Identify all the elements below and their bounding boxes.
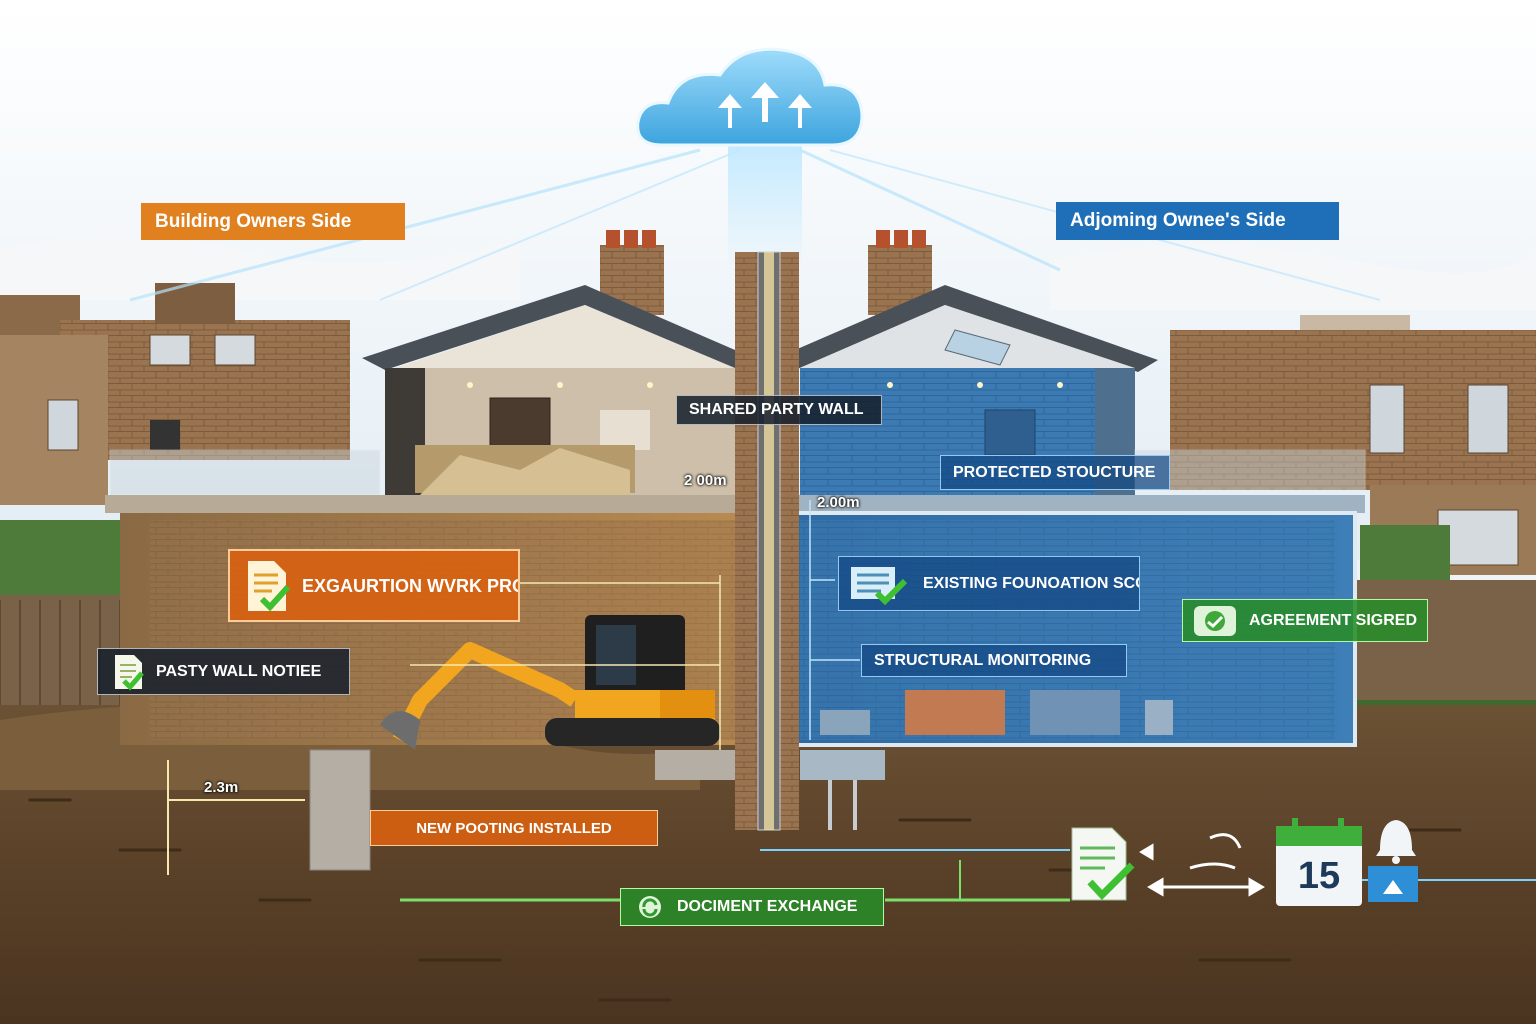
handshake-icon — [1194, 605, 1236, 636]
existing-foundation-card: EXISTING FOUNOATION SCCURED — [838, 556, 1140, 611]
exchange-arrows-icon — [1139, 833, 1265, 897]
party-wall-notice-label: PASTY WALL NOTIEE — [156, 662, 322, 680]
excavation-work-subtitle: PROONEIS — [487, 575, 518, 596]
prop-supports — [828, 780, 857, 830]
existing-foundation-subtitle: SCCURED — [1112, 574, 1139, 592]
excavation-work-title: EXGAURTION WVRK — [302, 575, 482, 596]
calendar-icon — [1276, 818, 1362, 906]
left-wall-height-measurement: 2 00m — [684, 472, 727, 489]
bell-icon — [1368, 820, 1418, 902]
document-check-icon — [248, 560, 290, 611]
document-exchange-label: DOCIMENT EXCHANGE — [677, 898, 858, 915]
measurement-lines — [167, 500, 860, 875]
agreement-signed-card: AGREEMENT SIGRED — [1182, 599, 1428, 642]
document-check-icon — [115, 654, 144, 691]
document-check-icon — [851, 566, 908, 605]
left-house — [362, 230, 735, 498]
document-check-icon — [1071, 827, 1135, 901]
party-wall-glow — [764, 252, 774, 830]
excavation-work-text: EXGAURTION WVRK PROONEIS — [302, 575, 518, 597]
cloud-upload-icon — [636, 47, 864, 147]
protected-structure-label: PROTECTED STOUCTURE — [940, 455, 1170, 490]
clouds — [0, 235, 1536, 310]
shared-party-wall-label: SHARED PARTY WALL — [676, 395, 882, 425]
building-owner-side-label: Building Owners Side — [141, 203, 405, 240]
structural-monitoring-label: STRUCTURAL MONITORING — [861, 644, 1127, 677]
soil-texture — [28, 798, 1462, 1002]
calendar-day: 15 — [1297, 854, 1341, 897]
new-footing — [309, 749, 371, 871]
existing-foundation-text: EXISTING FOUNOATION SCCURED — [923, 573, 1139, 595]
document-exchange-card: DOCIMENT EXCHANGE — [620, 888, 884, 926]
existing-foundation-title: EXISTING FOUNOATION — [923, 574, 1109, 592]
agreement-signed-label: AGREEMENT SIGRED — [1249, 611, 1418, 629]
cloud-connection-beams — [129, 140, 1381, 302]
terrace-railings — [105, 449, 1366, 513]
right-foundation-block — [800, 750, 885, 780]
excavator-icon — [380, 615, 720, 750]
recycle-icon — [639, 896, 661, 918]
excavation-work-card: EXGAURTION WVRK PROONEIS — [228, 549, 520, 622]
right-basement-furniture — [820, 690, 1173, 735]
adjoining-owner-side-label: Adjoming Ownee's Side — [1056, 202, 1339, 240]
footing-depth-measurement: 2.3m — [204, 779, 239, 796]
party-wall-notice-card: PASTY WALL NOTIEE — [97, 648, 350, 695]
right-wall-height-measurement: 2.00m — [817, 494, 860, 511]
new-footing-label: NEW POOTING INSTALLED — [370, 810, 658, 846]
left-foundation-block — [655, 750, 735, 780]
